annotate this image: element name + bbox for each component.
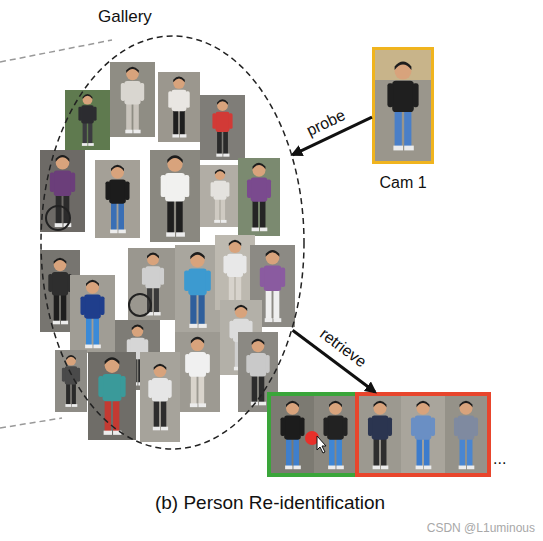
retrieval-results: ... <box>267 392 507 477</box>
mismatch-frame <box>357 394 489 475</box>
match-frame <box>269 394 357 475</box>
person-tile <box>70 275 115 353</box>
person-tile <box>121 67 144 134</box>
zoom-line <box>0 40 112 62</box>
person-tile <box>150 150 200 242</box>
more-results: ... <box>493 450 506 468</box>
person-tile <box>200 165 240 227</box>
person-tile <box>46 206 70 230</box>
person-figure <box>323 401 347 469</box>
image-background <box>359 396 401 473</box>
person-tile <box>215 235 255 310</box>
person-tile <box>175 332 220 412</box>
person-tile <box>78 94 96 146</box>
person-tile <box>65 90 110 150</box>
person-tile <box>148 364 171 431</box>
image-background <box>445 396 487 473</box>
person-tile <box>95 160 140 238</box>
gallery-heading: Gallery <box>98 7 152 27</box>
person-tile <box>238 158 280 236</box>
person-tile <box>260 250 285 322</box>
person-tile <box>184 252 211 328</box>
zoom-line <box>0 418 62 428</box>
gallery-tiles <box>40 62 295 442</box>
person-tile <box>185 337 210 407</box>
retrieved-images <box>267 392 507 477</box>
person-tile <box>150 150 200 242</box>
person-tile <box>110 62 155 137</box>
image-background <box>314 396 357 473</box>
figure-caption: (b) Person Re-identification <box>155 492 385 514</box>
person-figure <box>280 401 304 469</box>
person-tile <box>238 158 280 236</box>
person-tile <box>175 245 220 335</box>
person-tile <box>140 352 180 442</box>
person-tile <box>129 294 151 316</box>
person-tile <box>70 275 115 353</box>
person-tile <box>247 163 271 231</box>
person-tile <box>158 72 200 142</box>
person-figure <box>454 401 478 469</box>
person-tile <box>168 76 189 137</box>
person-tile <box>40 150 85 232</box>
watermark: CSDN @L1uminous <box>427 521 535 535</box>
person-tile <box>212 99 232 156</box>
arrow-label: probe <box>304 106 349 140</box>
image-background <box>375 50 431 161</box>
person-tile <box>200 95 245 160</box>
image-background <box>401 396 445 473</box>
person-tile <box>55 350 87 412</box>
person-tile <box>48 258 71 325</box>
person-tile <box>142 253 164 316</box>
person-tile <box>200 95 245 160</box>
person-tile <box>62 355 80 407</box>
person-tile <box>175 245 220 335</box>
person-figure <box>368 401 392 469</box>
person-tile <box>211 169 230 223</box>
person-tile <box>65 90 110 150</box>
gallery-ellipse <box>40 35 305 450</box>
person-figure <box>387 62 418 151</box>
person-tile <box>128 248 178 320</box>
person-tile <box>128 248 178 320</box>
person-tile <box>80 280 104 348</box>
person-tile <box>55 350 87 412</box>
person-tile <box>105 165 129 233</box>
person-tile <box>223 240 246 306</box>
person-tile <box>175 332 220 412</box>
arrow-label: retrieve <box>317 325 370 371</box>
gallery-ellipse: Gallery <box>40 35 305 450</box>
person-tile <box>50 155 75 227</box>
camera-label: Cam 1 <box>379 174 426 192</box>
probe-image-box: Cam 1 <box>372 47 434 164</box>
person-figure <box>411 401 435 469</box>
cursor-icon <box>317 436 326 453</box>
person-tile <box>246 339 269 406</box>
person-tile <box>161 155 190 236</box>
person-tile <box>110 62 155 137</box>
person-tile <box>95 160 140 238</box>
gallery-outline <box>41 36 304 449</box>
probe-image <box>375 50 431 161</box>
person-tile <box>40 150 85 232</box>
person-tile <box>215 235 255 310</box>
person-tile <box>140 352 180 442</box>
person-tile <box>158 72 200 142</box>
person-tile <box>200 165 240 227</box>
person-tile <box>98 357 125 435</box>
